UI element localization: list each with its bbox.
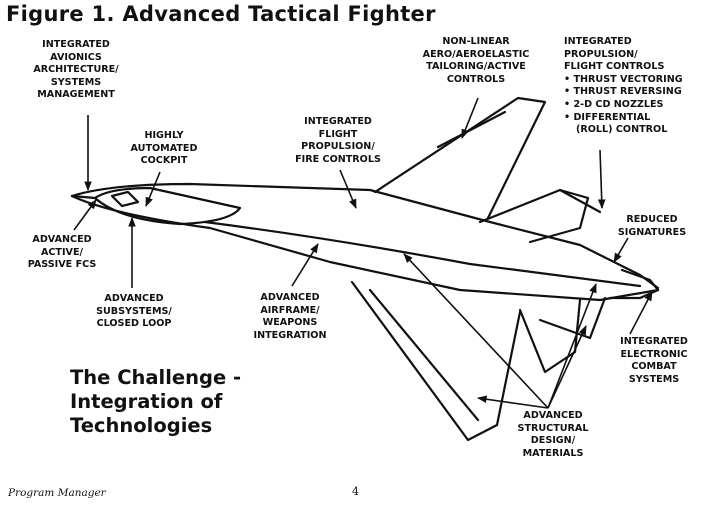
upper-tail-edge	[558, 188, 602, 214]
label-subsystems-line: CLOSED LOOP	[96, 318, 172, 330]
label-nonlinear-aero-line: TAILORING/ACTIVE	[426, 61, 526, 73]
publication-name: Program Manager	[8, 487, 106, 499]
canopy-frame	[110, 190, 140, 208]
nose	[70, 194, 97, 200]
label-avionics-line: SYSTEMS	[50, 76, 102, 88]
label-structural-line: DESIGN/	[530, 435, 576, 447]
figure-title: Figure 1. Advanced Tactical Fighter	[6, 2, 436, 26]
label-propulsion-flight-line: • THRUST REVERSING	[564, 86, 682, 98]
arrow-fcs	[73, 199, 97, 231]
label-subsystems-line: SUBSYSTEMS/	[96, 305, 172, 317]
challenge-line: Technologies	[70, 414, 213, 437]
label-propulsion-flight-line: FLIGHT CONTROLS	[564, 61, 665, 73]
label-propulsion-flight-line: PROPULSION/	[564, 48, 638, 60]
label-airframe-weapons: ADVANCED AIRFRAME/ WEAPONS INTEGRATION	[248, 292, 332, 342]
challenge-line: Integration of	[70, 390, 223, 413]
arrow-flight-propulsion	[339, 169, 357, 209]
label-nonlinear-aero-line: CONTROLS	[446, 73, 506, 85]
label-nonlinear-aero-line: AERO/AEROELASTIC	[422, 48, 530, 60]
label-airframe-weapons-line: AIRFRAME/	[260, 304, 320, 316]
label-avionics-line: ARCHITECTURE/	[33, 64, 119, 76]
label-electronic-combat-line: ELECTRONIC	[620, 348, 688, 360]
label-airframe-weapons-line: ADVANCED	[260, 292, 320, 303]
fuselage-upper-edge	[70, 182, 660, 290]
label-electronic-combat-line: COMBAT	[631, 361, 677, 373]
label-nonlinear-aero: NON-LINEAR AERO/AEROELASTIC TAILORING/AC…	[418, 36, 534, 86]
canopy	[93, 186, 242, 226]
label-propulsion-flight-line: • 2-D CD NOZZLES	[564, 98, 664, 110]
label-fcs-line: ADVANCED	[32, 234, 92, 245]
label-airframe-weapons-line: WEAPONS	[262, 317, 318, 329]
label-fcs: ADVANCED ACTIVE/ PASSIVE FCS	[22, 234, 102, 272]
label-reduced-signatures-line: REDUCED	[626, 214, 678, 225]
label-airframe-weapons-line: INTEGRATION	[253, 329, 327, 341]
label-structural-line: MATERIALS	[522, 447, 584, 459]
label-cockpit-line: HIGHLY	[144, 130, 184, 141]
nozzle	[608, 268, 660, 300]
label-structural-line: STRUCTURAL	[517, 422, 589, 434]
label-flight-propulsion-fire-line: FLIGHT	[318, 128, 358, 140]
label-avionics: INTEGRATED AVIONICS ARCHITECTURE/ SYSTEM…	[32, 39, 120, 102]
arrow-cockpit	[145, 171, 161, 207]
arrow-airframe	[291, 243, 319, 287]
page-number: 4	[352, 485, 359, 498]
label-reduced-signatures: REDUCED SIGNATURES	[614, 214, 690, 239]
label-flight-propulsion-fire-line: INTEGRATED	[304, 116, 372, 127]
label-propulsion-flight-line: • THRUST VECTORING	[564, 73, 683, 85]
arrow-structural-1	[403, 253, 549, 409]
challenge-caption: The Challenge - Integration of Technolog…	[70, 366, 241, 438]
label-propulsion-flight-line: INTEGRATED	[564, 36, 632, 47]
label-cockpit-line: COCKPIT	[140, 155, 188, 167]
label-cockpit-line: AUTOMATED	[130, 142, 198, 154]
label-cockpit: HIGHLY AUTOMATED COCKPIT	[128, 130, 200, 168]
fuselage-lower-edge	[70, 194, 660, 302]
arrow-reduced-signatures	[613, 237, 629, 263]
upper-wing	[373, 96, 547, 220]
label-propulsion-flight-line: (ROLL) CONTROL	[576, 124, 668, 136]
arrow-structural-3	[477, 395, 549, 409]
label-electronic-combat-line: SYSTEMS	[628, 373, 680, 385]
label-electronic-combat: INTEGRATED ELECTRONIC COMBAT SYSTEMS	[614, 336, 694, 386]
label-flight-propulsion-fire-line: FIRE CONTROLS	[295, 153, 381, 165]
label-structural: ADVANCED STRUCTURAL DESIGN/ MATERIALS	[510, 410, 596, 460]
lower-tail	[518, 298, 582, 374]
label-flight-propulsion-fire-line: PROPULSION/	[301, 141, 375, 153]
lower-wing-leading-edge	[368, 288, 480, 422]
fuselage-spine	[203, 220, 642, 288]
label-propulsion-flight: INTEGRATED PROPULSION/ FLIGHT CONTROLS •…	[564, 36, 704, 137]
ventral-fin	[538, 296, 607, 340]
upper-tail	[478, 188, 590, 244]
label-avionics-line: MANAGEMENT	[37, 89, 115, 101]
label-electronic-combat-line: INTEGRATED	[620, 336, 688, 347]
label-structural-line: ADVANCED	[523, 410, 583, 421]
label-avionics-line: AVIONICS	[50, 51, 102, 63]
arrow-electronic-combat	[629, 291, 653, 335]
arrow-nonlinear	[461, 97, 479, 139]
label-propulsion-flight-line: • DIFFERENTIAL	[564, 111, 651, 123]
label-flight-propulsion-fire: INTEGRATED FLIGHT PROPULSION/ FIRE CONTR…	[290, 116, 386, 166]
lower-wing	[350, 280, 522, 442]
arrow-propulsion-flight	[597, 149, 606, 209]
label-subsystems: ADVANCED SUBSYSTEMS/ CLOSED LOOP	[92, 293, 176, 331]
label-fcs-line: PASSIVE FCS	[27, 259, 97, 271]
arrow-structural-4	[547, 325, 587, 409]
label-reduced-signatures-line: SIGNATURES	[617, 226, 687, 238]
challenge-line: The Challenge -	[70, 366, 242, 389]
label-subsystems-line: ADVANCED	[104, 293, 164, 304]
arrow-structural-2	[547, 283, 597, 409]
upper-wing-flap	[436, 110, 507, 149]
label-avionics-line: INTEGRATED	[42, 39, 110, 50]
label-nonlinear-aero-line: NON-LINEAR	[442, 36, 510, 47]
label-fcs-line: ACTIVE/	[40, 246, 84, 258]
